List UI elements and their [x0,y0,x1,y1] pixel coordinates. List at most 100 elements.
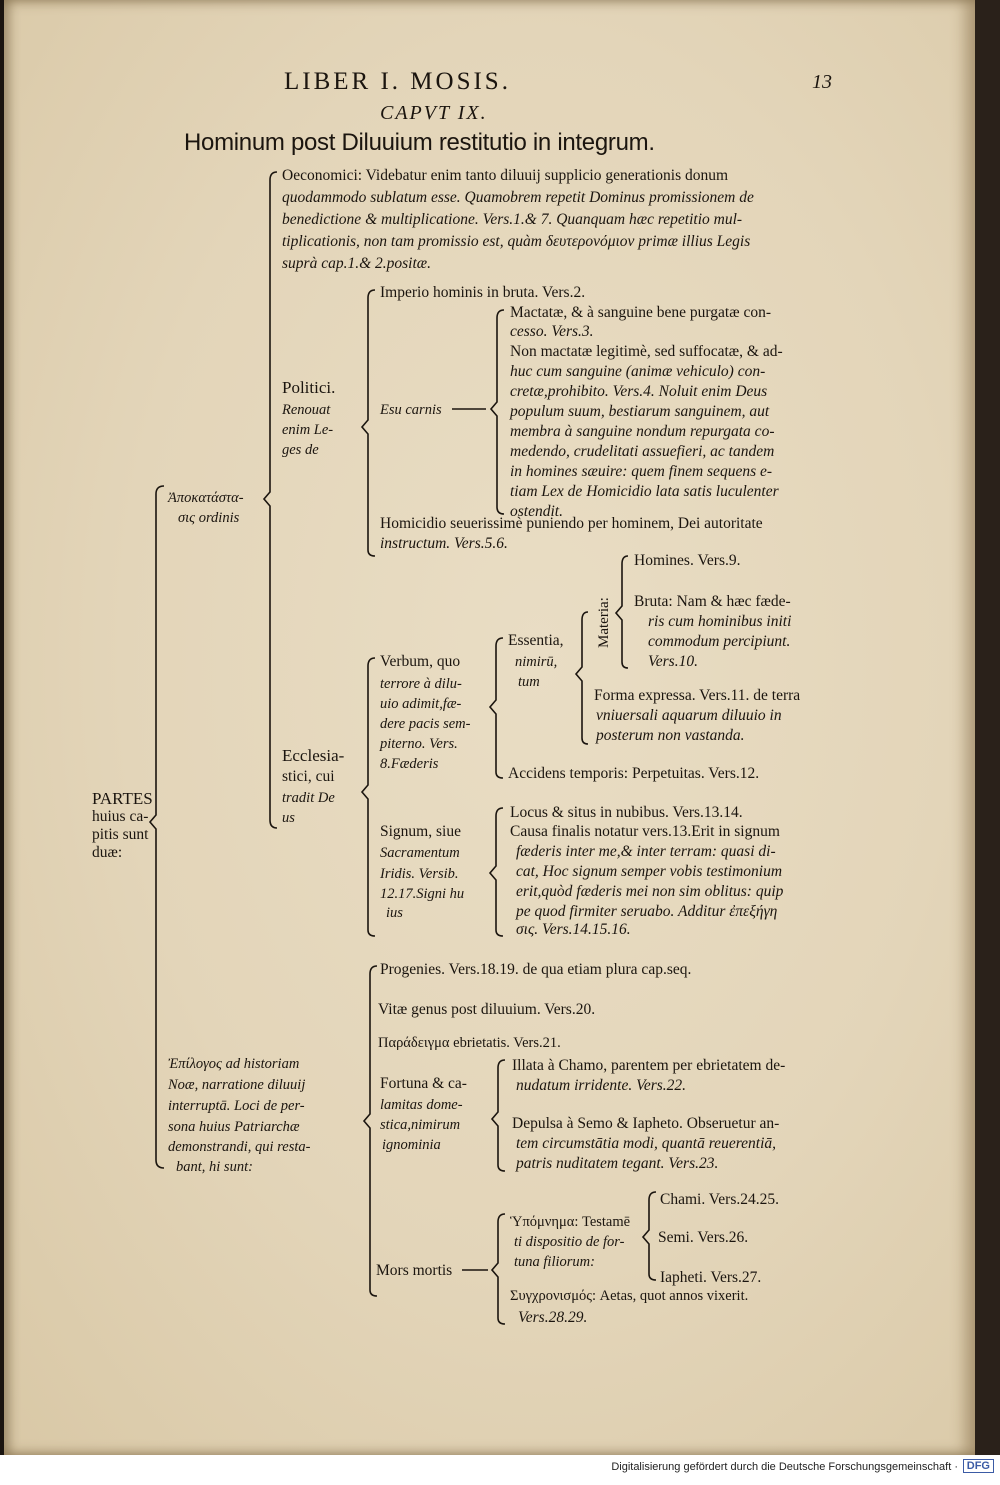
digitization-footer: Digitalisierung gefördert durch die Deut… [0,1455,1000,1485]
oeconomici-line: benedictione & multiplicatione. Vers.1.&… [282,211,743,228]
synchron-line: Συγχρονισμός: Aetas, quot annos vixerit. [510,1288,749,1304]
vitae-text: Vitæ genus post diluuium. Vers.20. [378,1001,596,1018]
signum-label: ius [386,905,403,921]
fortuna-label: stica,nimirum [380,1117,461,1133]
non-mactatae-line: in homines sæuire: quem finem sequens e- [510,463,773,480]
causa-line: cat, Hoc signum semper vobis testimonium [516,863,783,880]
verbum-label: 8.Fæderis [380,756,439,772]
root-label-1: PARTES [92,789,153,808]
politici-label: Politici. [282,378,336,397]
non-mactatae-line: Non mactatæ legitimè, sed suffocatæ, & a… [510,343,783,360]
illata-line: Illata à Chamo, parentem per ebrietatem … [512,1057,786,1074]
causa-line: σις. Vers.14.15.16. [516,921,631,938]
brace-testament [641,1191,657,1281]
brace-apocat [262,171,278,829]
depulsa-line: Depulsa à Semo & Iapheto. Obseruetur an- [512,1115,780,1132]
causa-line: fæderis inter me,& inter terram: quasi d… [516,843,776,860]
oeconomici-line: Oeconomici: Videbatur enim tanto diluuij… [282,167,729,184]
brace-epilogus [362,965,378,1297]
running-head: LIBER I. MOSIS. [284,68,511,95]
root-label-3: pitis sunt [92,826,149,843]
mactatae-line: cesso. Vers.3. [510,323,594,340]
depulsa-line: patris nuditatem tegant. Vers.23. [516,1155,719,1172]
brace-politici [360,289,376,557]
iapheti-text: Iapheti. Vers.27. [660,1269,762,1286]
chami-text: Chami. Vers.24.25. [660,1191,779,1208]
progenies-text: Progenies. Vers.18.19. de qua etiam plur… [380,961,692,978]
hypomnema-line: tuna filiorum: [514,1254,595,1270]
page-title: Hominum post Diluuium restitutio in inte… [184,129,655,156]
brace-root [148,485,165,1169]
paradeigma-text: Παράδειγμα ebrietatis. Vers.21. [378,1035,561,1051]
bruta-line: Bruta: Nam & hæc fæde- [634,593,791,610]
apocat-label-1: Ἀποκατάστα- [168,490,244,506]
locus-text: Locus & situs in nubibus. Vers.13.14. [510,804,743,821]
epilogus-label: interruptā. Loci de per- [168,1098,305,1114]
fortuna-label: ignominia [382,1137,441,1153]
semi-text: Semi. Vers.26. [658,1229,749,1246]
synchron-line: Vers.28.29. [518,1309,588,1326]
forma-line: posterum non vastanda. [596,727,745,744]
non-mactatae-line: huc cum sanguine (animæ vehiculo) con- [510,363,766,380]
non-mactatae-line: tiam Lex de Homicidio lata satis luculen… [510,483,779,500]
root-label-4: duæ: [92,844,123,861]
essentia-label: nimirū, [515,654,558,670]
illata-line: nudatum irridente. Vers.22. [516,1077,687,1094]
accidens-text: Accidens temporis: Perpetuitas. Vers.12. [508,765,760,782]
apocat-label-2: σις ordinis [178,510,240,526]
forma-line: Forma expressa. Vers.11. de terra [594,687,801,704]
materia-label: Materia: [596,597,612,648]
epilogus-label: Ἐπίλογος ad historiam [168,1056,300,1072]
epilogus-label: demonstrandi, qui resta- [168,1139,311,1155]
ecclesiastici-label: tradit De [282,790,335,806]
non-mactatae-line: medendo, crudelitati assuefieri, ac tand… [510,443,775,460]
fortuna-label: lamitas dome- [380,1097,463,1113]
brace-mors [490,1213,506,1325]
paper-leaf [4,0,975,1455]
non-mactatae-line: membra à sanguine nondum repurgata co- [510,423,775,440]
signum-label: Iridis. Versib. [380,866,459,882]
bruta-line: ris cum hominibus initi [648,613,792,630]
oeconomici-line: suprà cap.1.& 2.positæ. [282,255,431,272]
brace-materia [614,555,629,669]
hypomnema-line: ti dispositio de for- [514,1234,625,1250]
causa-line: Causa finalis notatur vers.13.Erit in si… [510,823,780,840]
brace-esu [489,309,505,515]
verbum-label: piterno. Vers. [380,736,458,752]
homicidio-line: Homicidio seuerissimè puniendo per homin… [380,515,763,532]
brace-signum [488,807,504,937]
depulsa-line: tem circumstātia modi, quantā reuerentiā… [516,1135,777,1152]
brace-essentia [574,611,589,745]
verbum-label: Verbum, quo [380,653,461,670]
causa-line: erit,quòd fæderis mei non sim oblitus: q… [516,883,784,900]
oeconomici-line: tiplicationis, non tam promissio est, qu… [282,233,751,250]
esu-carnis-label: Esu carnis [380,402,442,418]
fortuna-label: Fortuna & ca- [380,1075,467,1092]
root-label-2: huius ca- [92,808,149,825]
brace-eccl [360,657,376,937]
non-mactatae-line: ostendit. [510,503,563,520]
essentia-label: Essentia, [508,632,564,649]
brace-fortuna [490,1059,506,1172]
footer-credit: Digitalisierung gefördert durch die Deut… [611,1461,958,1473]
chapter-heading: CAPVT IX. [380,102,488,124]
signum-label: Signum, siue [380,823,461,840]
homicidio-line: instructum. Vers.5.6. [380,535,508,552]
brace-diagram [0,0,1000,1455]
book-edge [975,0,1000,1455]
dfg-logo: DFG [962,1459,994,1473]
oeconomici-line: quodammodo sublatum esse. Quamobrem repe… [282,189,754,206]
bruta-line: commodum percipiunt. [648,633,791,650]
politici-label: enim Le- [282,422,334,438]
signum-label: 12.17.Signi hu [380,886,465,902]
politici-label: Renouat [282,402,331,418]
epilogus-label: bant, hi sunt: [176,1159,253,1175]
imperio-text: Imperio hominis in bruta. Vers.2. [380,284,586,301]
verbum-label: uio adimit,fæ- [380,696,462,712]
politici-label: ges de [282,442,319,458]
homines-text: Homines. Vers.9. [634,552,741,569]
non-mactatae-line: cretæ,prohibito. Vers.4. Noluit enim Deu… [510,383,768,400]
forma-line: vniuersali aquarum diluuio in [596,707,782,724]
epilogus-label: sona huius Patriarchæ [168,1119,300,1135]
